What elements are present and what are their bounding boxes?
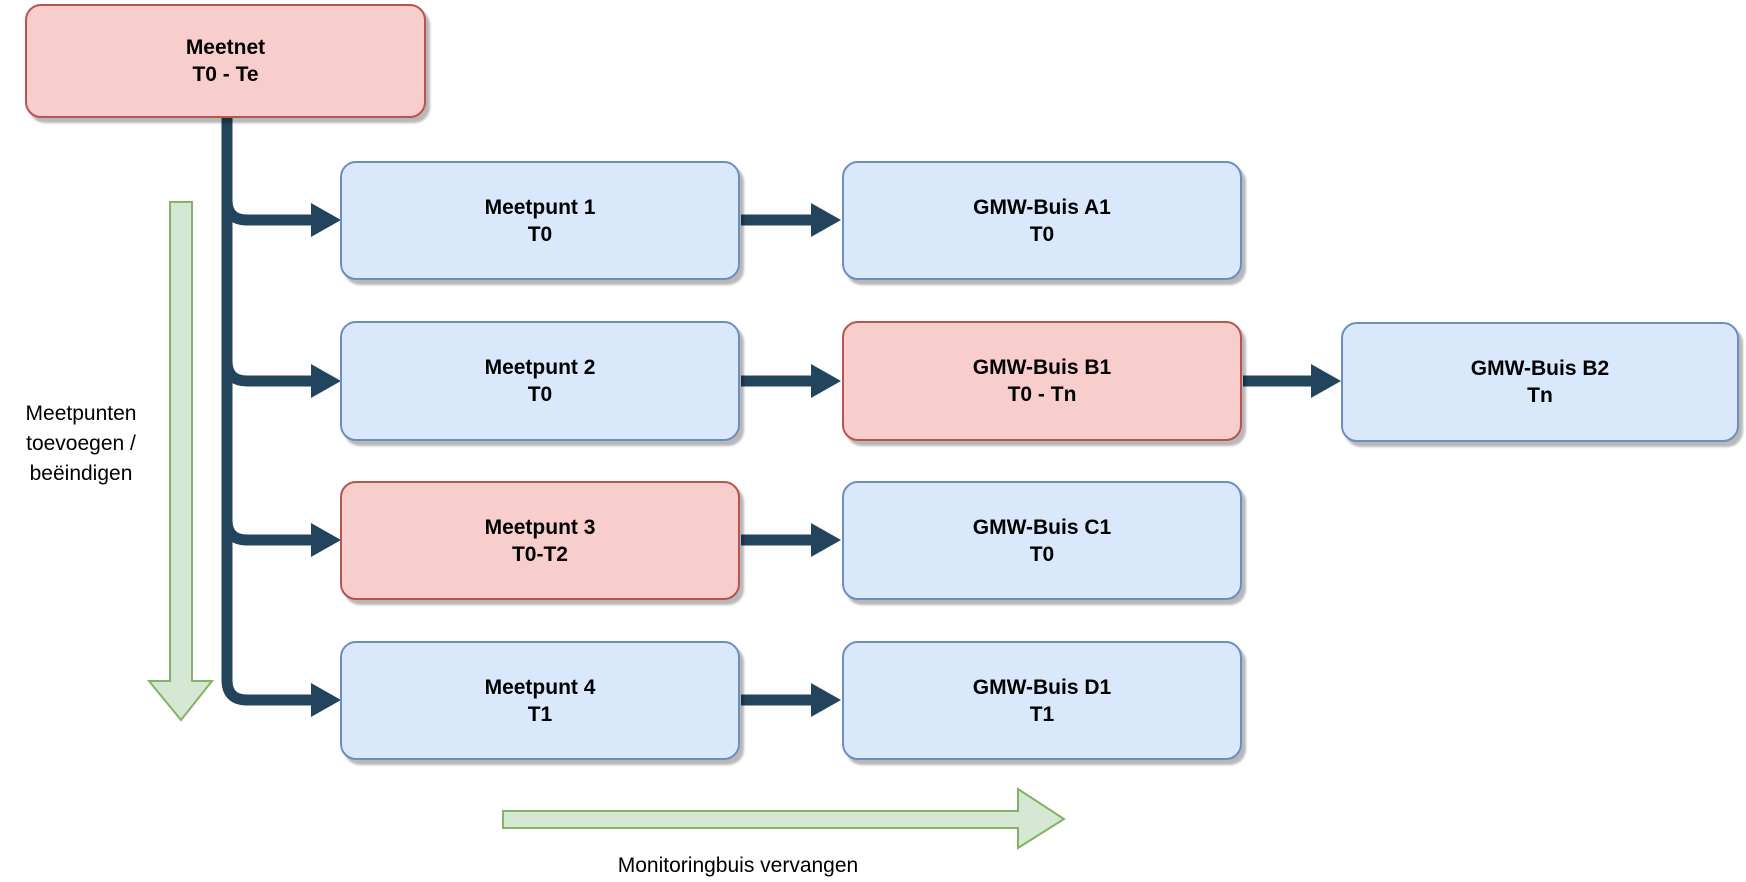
node-subtitle: T0 [527,222,553,246]
edge-gmw-b1-gmw-b2 [1243,364,1341,398]
node-gmw-buis-a1: GMW-Buis A1 T0 [842,161,1242,280]
node-gmw-buis-d1: GMW-Buis D1 T1 [842,641,1242,760]
left-arrow-label-line: Meetpunten [25,402,137,425]
node-gmw-buis-c1: GMW-Buis C1 T0 [842,481,1242,600]
edge-meetpunt4-gmw-d1 [741,683,841,717]
edge-meetnet-meetpunt2 [221,118,341,398]
down-direction-arrow [146,201,215,722]
node-subtitle: T0 - Te [192,63,259,86]
edge-meetpunt2-gmw-b1 [741,364,841,398]
node-title: Meetpunt 1 [484,195,596,219]
node-meetnet: Meetnet T0 - Te [25,4,426,118]
node-title: Meetpunt 4 [484,675,596,699]
node-subtitle: T0 - Tn [1007,383,1077,406]
node-subtitle: T1 [527,702,553,726]
node-gmw-buis-b1: GMW-Buis B1 T0 - Tn [842,321,1242,441]
left-arrow-label: Meetpunten toevoegen / beëindigen [0,399,162,489]
node-subtitle: Tn [1527,384,1553,407]
node-title: Meetnet [185,36,266,59]
node-gmw-buis-b2: GMW-Buis B2 Tn [1341,322,1739,442]
node-title: GMW-Buis D1 [972,675,1112,699]
right-direction-arrow [502,787,1066,850]
node-title: Meetpunt 2 [484,356,596,379]
node-title: Meetpunt 3 [484,515,596,539]
node-subtitle: T0 [1029,222,1055,246]
bottom-arrow-label: Monitoringbuis vervangen [617,854,859,877]
node-subtitle: T0 [1029,542,1055,566]
node-subtitle: T0-T2 [511,542,568,566]
edge-meetnet-meetpunt4 [221,118,341,717]
edge-meetpunt1-gmw-a1 [741,203,841,237]
node-title: GMW-Buis A1 [973,195,1111,219]
node-title: GMW-Buis B1 [972,356,1112,379]
node-meetpunt-2: Meetpunt 2 T0 [340,321,740,441]
node-title: GMW-Buis B2 [1470,357,1610,380]
edge-meetpunt3-gmw-c1 [741,523,841,557]
node-title: GMW-Buis C1 [972,515,1112,539]
node-meetpunt-4: Meetpunt 4 T1 [340,641,740,760]
node-meetpunt-3: Meetpunt 3 T0-T2 [340,481,740,600]
edge-meetnet-meetpunt3 [221,118,341,557]
left-arrow-label-line: toevoegen / [26,432,136,455]
node-meetpunt-1: Meetpunt 1 T0 [340,161,740,280]
node-subtitle: T1 [1029,702,1055,726]
node-subtitle: T0 [527,383,553,406]
left-arrow-label-line: beëindigen [29,462,133,485]
edge-meetnet-meetpunt1 [221,118,341,237]
